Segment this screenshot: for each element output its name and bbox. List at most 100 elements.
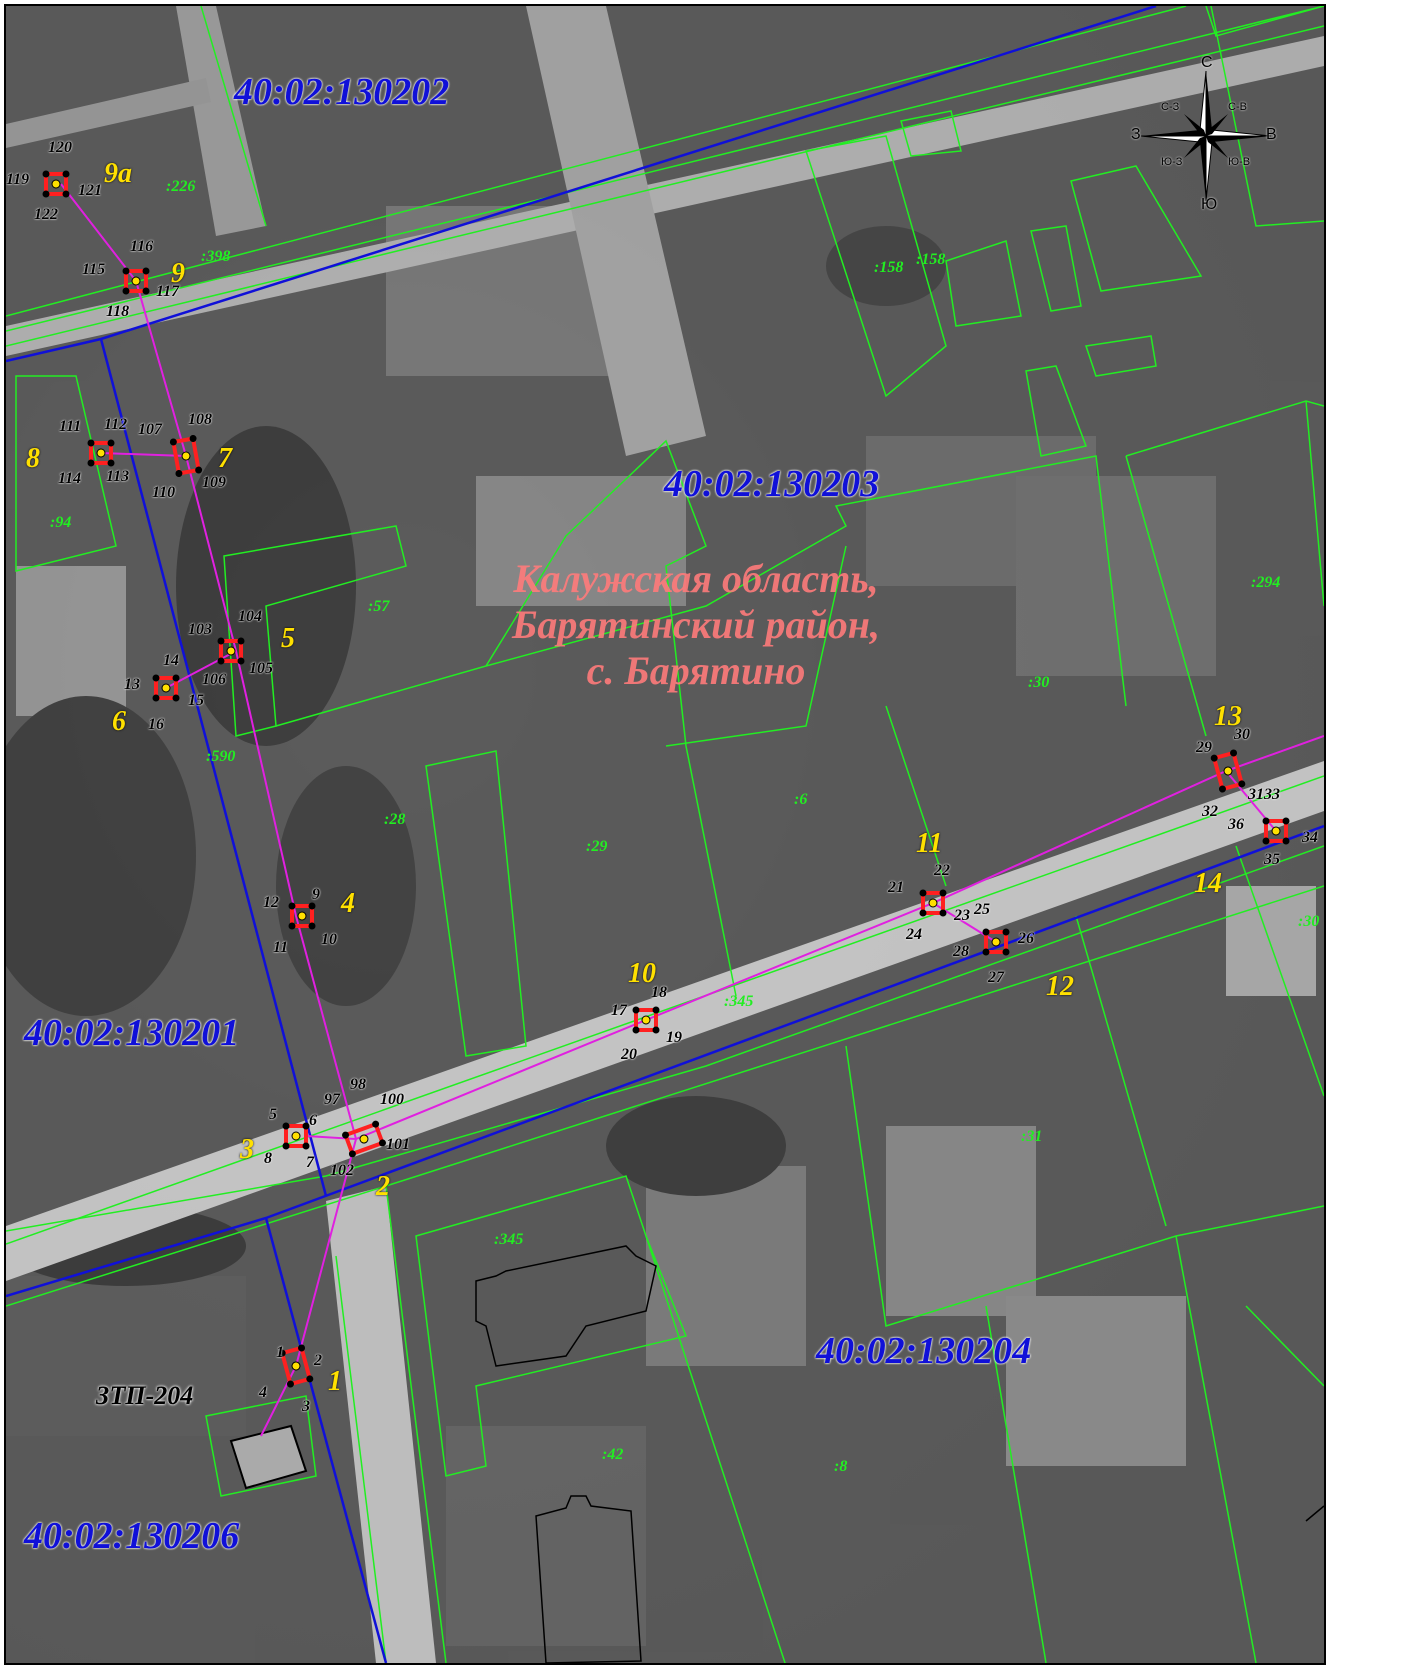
point-label: 34 — [1302, 829, 1318, 846]
point-label: 105 — [249, 660, 273, 677]
point-label: 3133 — [1248, 786, 1280, 803]
parcel-label: :294 — [1251, 574, 1281, 591]
support-label: 11 — [916, 828, 943, 859]
parcel-label: :30 — [1028, 674, 1050, 691]
quarter-label: 40:02:130202 — [234, 71, 450, 113]
parcel-label: :8 — [834, 1458, 848, 1475]
support-label: 9 — [171, 258, 185, 289]
compass-e-label: В — [1266, 126, 1277, 143]
point-label: 32 — [1202, 803, 1218, 820]
pole-icon — [42, 170, 70, 198]
parcel-label: :158 — [916, 251, 946, 268]
pole-icon — [278, 1344, 314, 1388]
parcel-label: :6 — [794, 791, 808, 808]
compass-nw-label: С-З — [1161, 101, 1180, 113]
point-label: 29 — [1196, 739, 1212, 756]
point-label: 23 — [954, 907, 970, 924]
point-label: 21 — [888, 879, 904, 896]
point-label: 15 — [188, 692, 204, 709]
quarter-label: 40:02:130204 — [816, 1330, 1032, 1372]
pole-icon — [919, 889, 947, 917]
point-label: 8 — [264, 1150, 272, 1167]
support-label: 2 — [376, 1171, 390, 1202]
aerial-photo-texture — [6, 6, 1324, 1663]
support-label: 8 — [26, 443, 40, 474]
point-label: 114 — [58, 470, 82, 487]
point-label: 122 — [34, 206, 58, 223]
point-label: 14 — [163, 652, 179, 669]
pole-icon — [217, 637, 245, 665]
point-label: 7 — [306, 1154, 314, 1171]
support-label: 3 — [240, 1134, 254, 1165]
point-label: 10 — [321, 931, 337, 948]
supports — [42, 170, 1290, 1388]
point-label: 101 — [386, 1136, 410, 1153]
location-line: Калужская область, — [513, 556, 879, 601]
point-label: 121 — [78, 182, 102, 199]
point-label: 6 — [309, 1112, 317, 1129]
point-label: 110 — [152, 484, 176, 501]
support-label: 5 — [281, 623, 295, 654]
quarter-label: 40:02:130203 — [664, 463, 880, 505]
point-label: 11 — [273, 939, 289, 956]
quarter-boundaries — [6, 6, 1324, 1663]
point-label: 107 — [138, 421, 162, 438]
pole-icon — [288, 902, 316, 930]
pole-icon — [1210, 749, 1246, 793]
compass-w-label: З — [1131, 126, 1141, 143]
support-label: 9а — [104, 158, 132, 189]
compass-s-label: Ю — [1201, 196, 1218, 213]
cadastral-map[interactable]: С Ю З В С-З С-В Ю-З Ю-В 40:02:130202 40:… — [4, 4, 1326, 1665]
parcel-label: :29 — [586, 838, 608, 855]
location-line: с. Барятино — [586, 648, 806, 693]
point-label: 98 — [350, 1076, 366, 1093]
pole-icon — [282, 1122, 310, 1150]
pole-icon — [87, 439, 115, 467]
point-label: 104 — [238, 608, 262, 625]
point-label: 19 — [666, 1029, 682, 1046]
parcel-label: :590 — [206, 748, 236, 765]
point-label: 5 — [269, 1106, 277, 1123]
point-label: 97 — [324, 1091, 340, 1108]
compass-sw-label: Ю-З — [1161, 156, 1183, 168]
parcel-label: :226 — [166, 178, 196, 195]
pole-icon — [342, 1120, 386, 1158]
point-label: 100 — [380, 1091, 404, 1108]
parcel-label: :345 — [724, 993, 754, 1010]
point-label: 16 — [148, 716, 164, 733]
point-label: 35 — [1264, 851, 1280, 868]
parcel-label: :398 — [201, 248, 231, 265]
support-label: 13 — [1214, 701, 1242, 732]
point-label: 3 — [302, 1398, 310, 1415]
point-label: 25 — [974, 901, 990, 918]
parcel-label: :42 — [602, 1446, 624, 1463]
support-label: 10 — [628, 958, 656, 989]
compass-ne-label: С-В — [1228, 101, 1247, 113]
point-label: 120 — [48, 139, 72, 156]
quarter-label: 40:02:130201 — [24, 1012, 240, 1054]
support-label: 7 — [218, 443, 232, 474]
support-label: 14 — [1194, 868, 1222, 899]
point-label: 108 — [188, 411, 212, 428]
pole-icon — [122, 267, 150, 295]
buildings — [229, 1245, 1324, 1663]
parcel-label: :30 — [1298, 913, 1320, 930]
point-label: 106 — [202, 671, 226, 688]
point-label: 9 — [312, 886, 320, 903]
point-label: 117 — [156, 283, 180, 300]
parcel-label: :94 — [50, 514, 72, 531]
point-label: 118 — [106, 303, 130, 320]
point-label: 111 — [59, 418, 82, 435]
point-label: 109 — [202, 474, 226, 491]
support-label: 1 — [328, 1366, 342, 1397]
point-label: 112 — [104, 416, 128, 433]
parcel-label: :57 — [368, 598, 390, 615]
parcel-label: :345 — [494, 1231, 524, 1248]
point-label: 18 — [651, 984, 667, 1001]
compass-rose-icon — [1140, 70, 1272, 202]
point-label: 4 — [259, 1384, 267, 1401]
parcel-label: :31 — [1021, 1128, 1043, 1145]
point-label: 26 — [1018, 930, 1034, 947]
point-label: 1 — [276, 1344, 284, 1361]
point-label: 22 — [934, 862, 950, 879]
